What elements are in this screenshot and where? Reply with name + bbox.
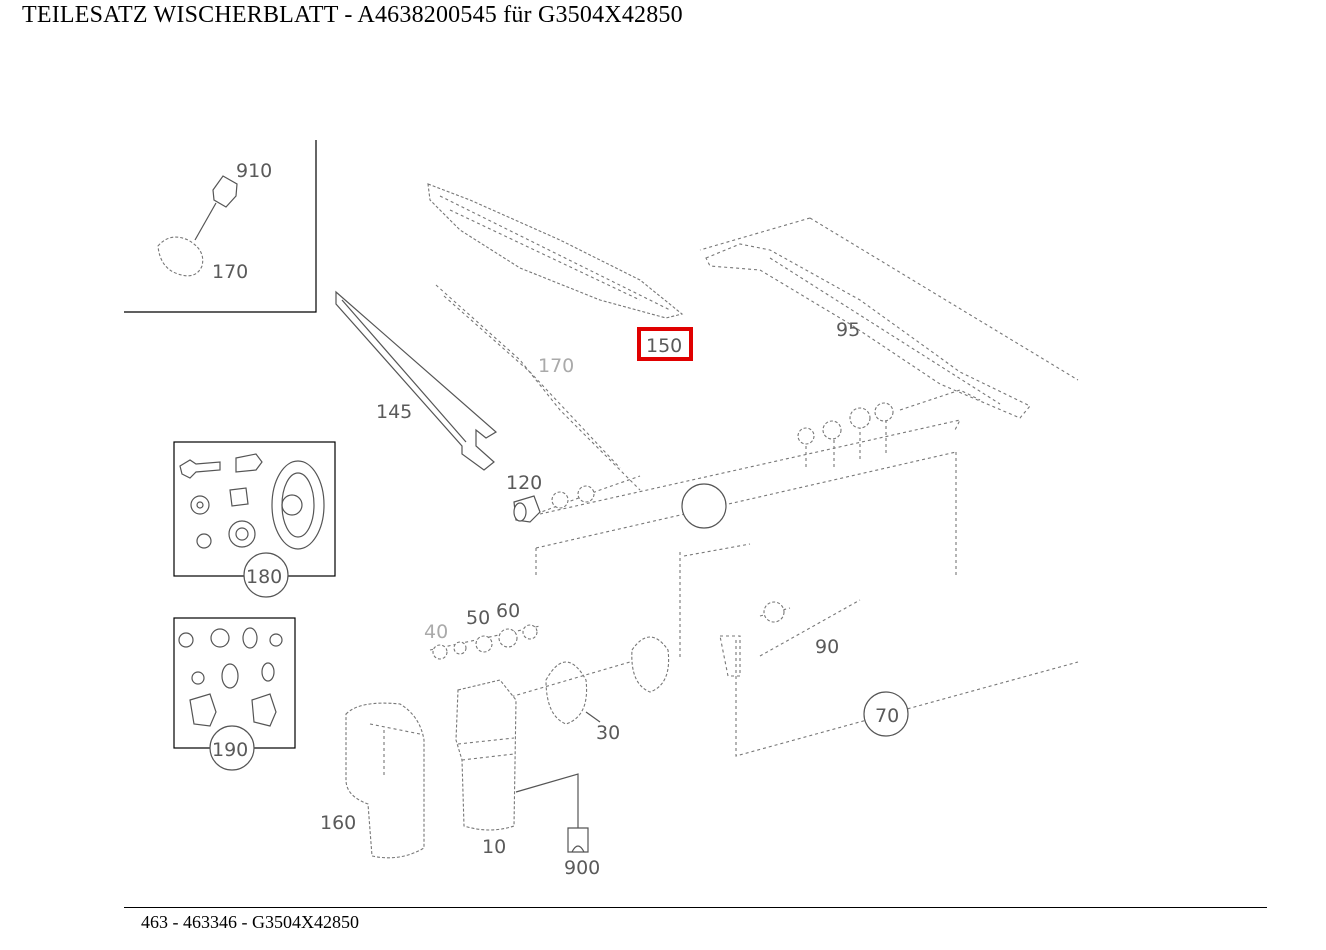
callout-60[interactable]: 60: [496, 600, 520, 622]
part-90: 90: [815, 636, 839, 658]
part-70: 70: [863, 691, 909, 737]
part-95-wiper-arm: 95: [699, 217, 1079, 419]
callout-90[interactable]: 90: [815, 636, 839, 658]
part-10-motor: 10: [455, 679, 517, 858]
callout-95[interactable]: 95: [836, 319, 860, 341]
callout-900[interactable]: 900: [564, 857, 600, 879]
callout-30[interactable]: 30: [596, 722, 620, 744]
callout-910[interactable]: 910: [236, 160, 272, 182]
part-40-50-60-group: 40 50 60: [424, 600, 538, 660]
footer-divider: [124, 907, 1267, 908]
inset-box-180: 180: [173, 441, 336, 598]
inset-box-190: 190: [173, 617, 296, 771]
callout-190[interactable]: 190: [212, 739, 248, 761]
part-160-motor-cover: 160: [320, 702, 425, 859]
part-30: 30: [585, 711, 620, 744]
callout-180[interactable]: 180: [246, 566, 282, 588]
callout-150[interactable]: 150: [646, 335, 682, 357]
part-150-wiper-blade: 170 150: [427, 183, 693, 491]
part-900-connector: 900: [515, 773, 600, 879]
callout-50[interactable]: 50: [466, 607, 490, 629]
inset-box-910-170: 910 170: [124, 140, 317, 313]
footer-reference: 463 - 463346 - G3504X42850: [141, 912, 359, 932]
callout-160[interactable]: 160: [320, 812, 356, 834]
highlight-box-150: [637, 327, 693, 361]
callout-ghost: 170: [538, 355, 574, 377]
callout-120[interactable]: 120: [506, 472, 542, 494]
page-title: TEILESATZ WISCHERBLATT - A4638200545 für…: [22, 2, 683, 28]
linkage-frame: [429, 389, 1079, 757]
callout-circle-mid: [681, 483, 727, 529]
callout-70[interactable]: 70: [875, 705, 899, 727]
callout-10[interactable]: 10: [482, 836, 506, 858]
callout-145[interactable]: 145: [376, 401, 412, 423]
part-145-blade-strip: 145: [335, 290, 498, 471]
part-120-bushing: 120: [506, 472, 542, 523]
callout-170[interactable]: 170: [212, 261, 248, 283]
callout-40[interactable]: 40: [424, 621, 448, 643]
